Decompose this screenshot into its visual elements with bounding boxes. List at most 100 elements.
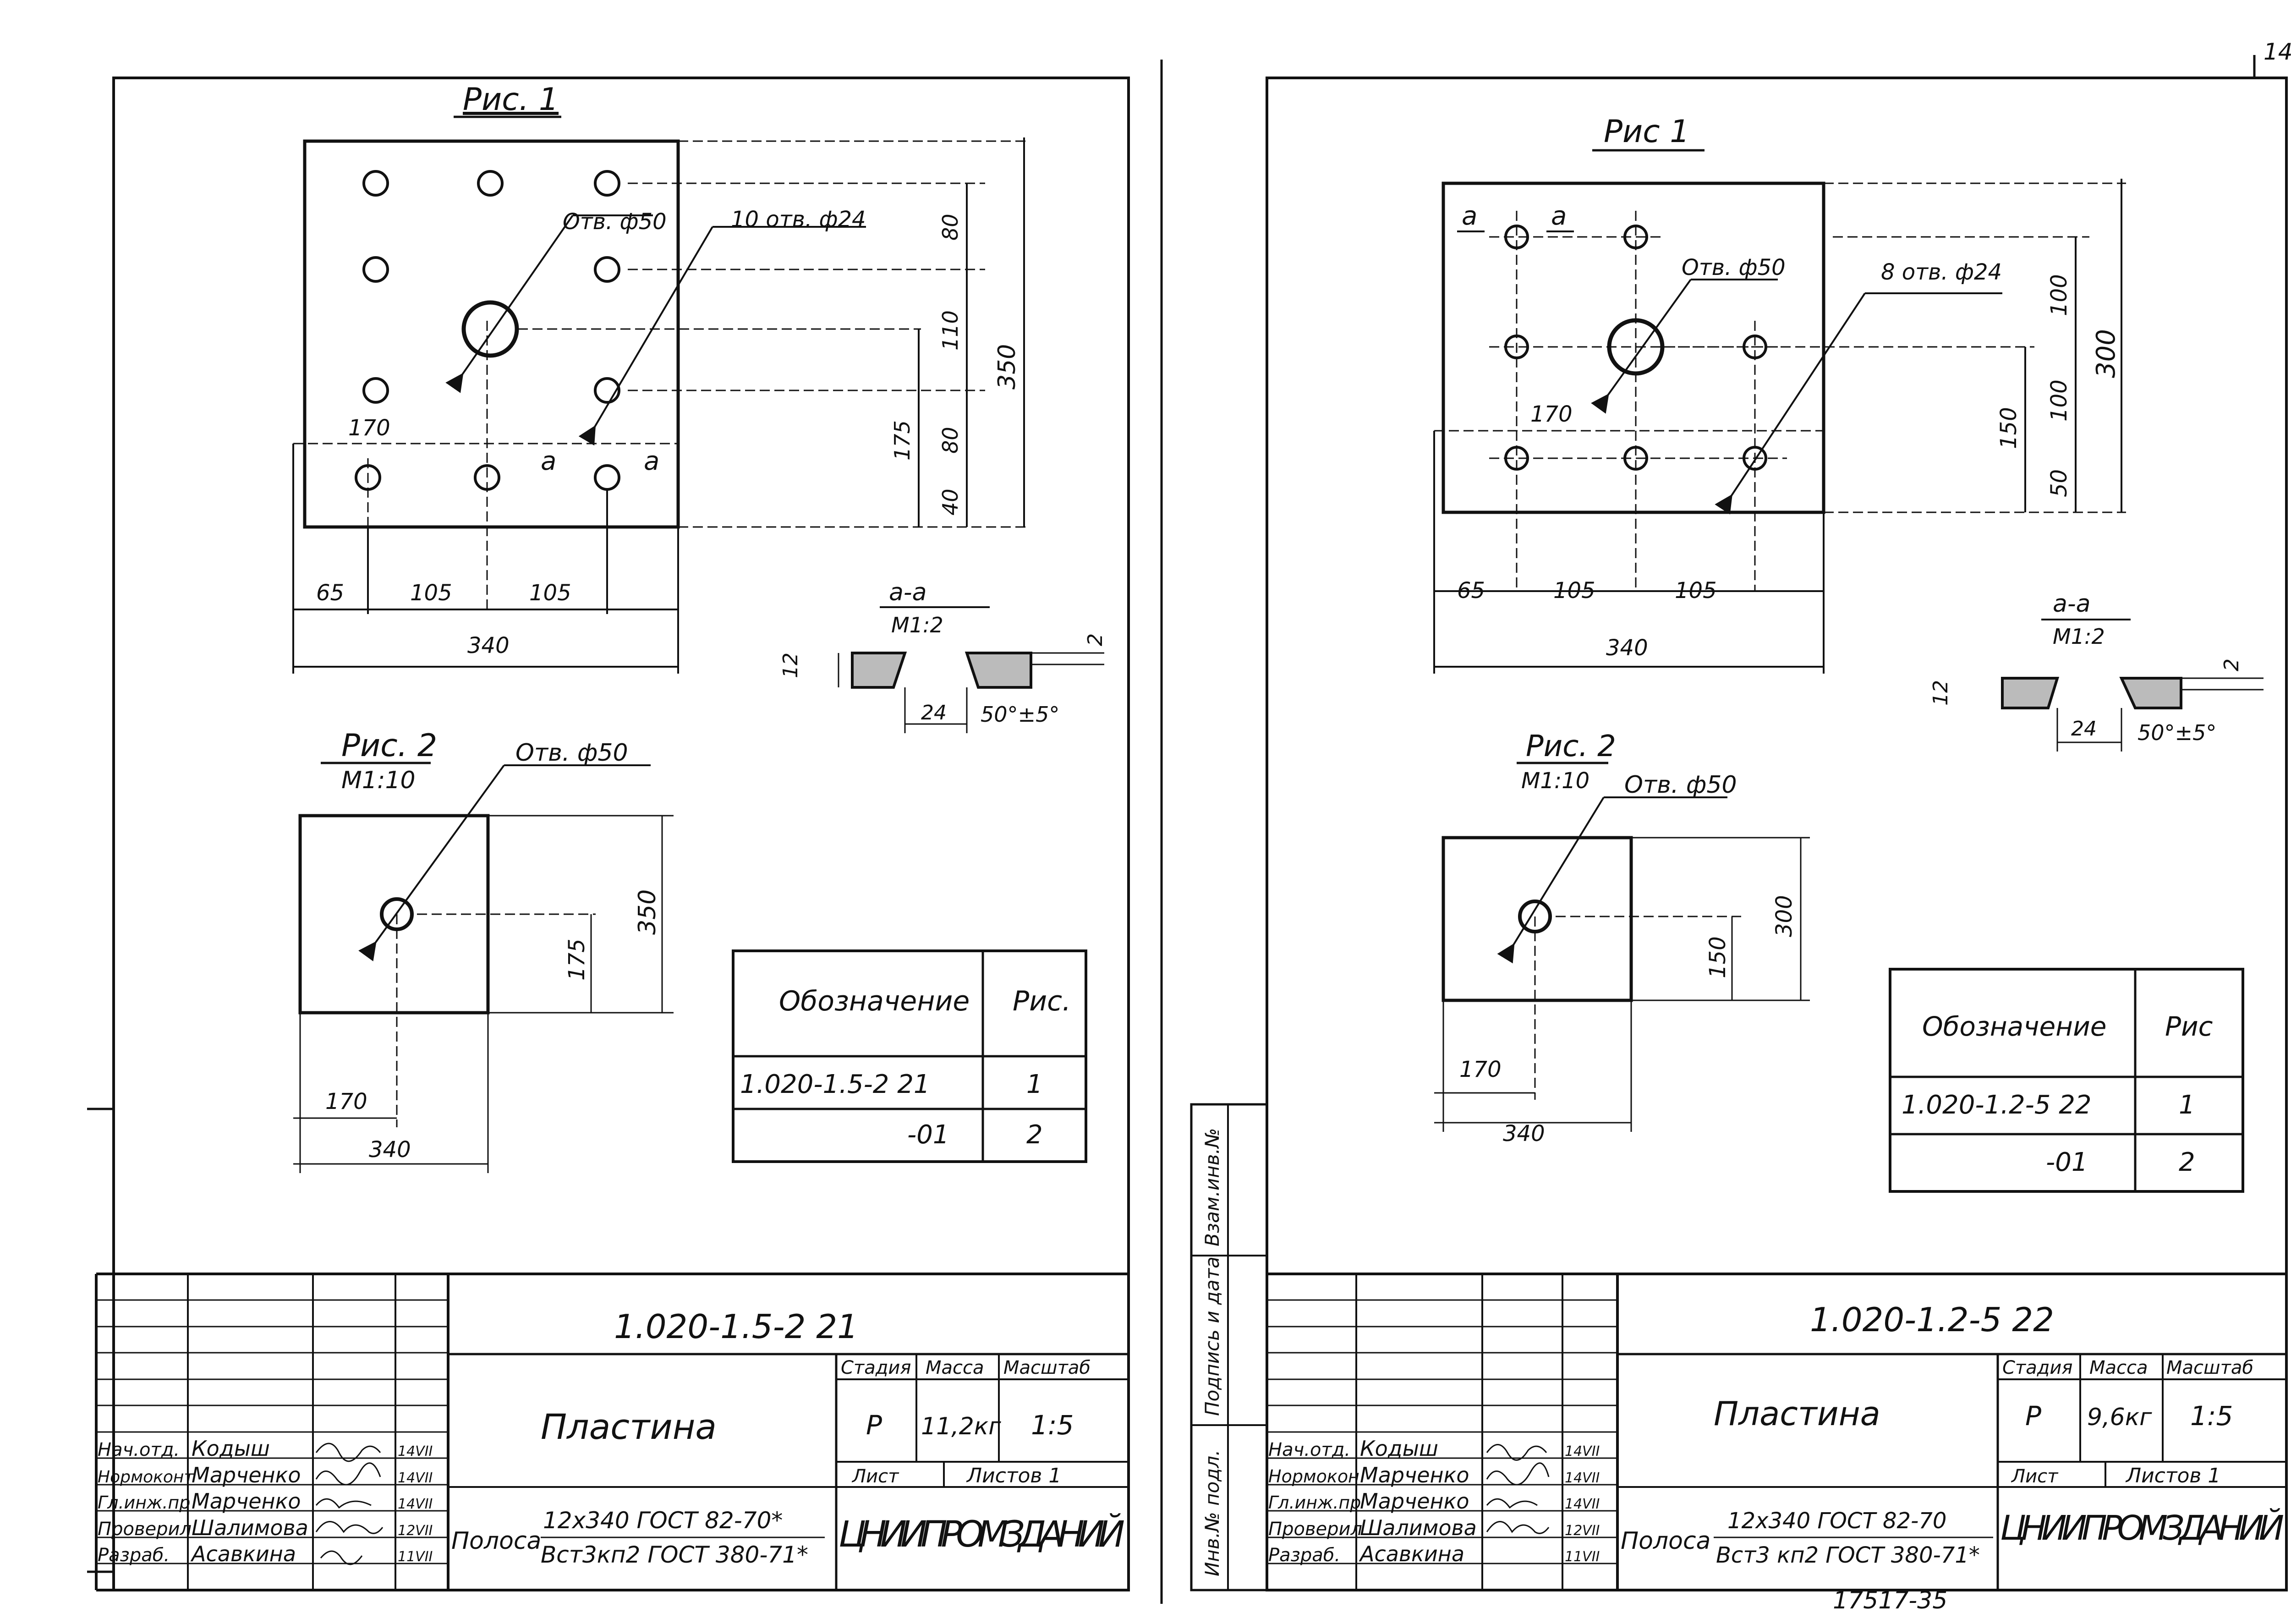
material-line2: Вст3кп2 ГОСТ 380-71* (541, 1542, 808, 1568)
role: Гл.инж.пр (1268, 1492, 1361, 1513)
role: Разраб. (98, 1545, 170, 1566)
dim: 24 (2071, 717, 2097, 741)
angle: 50°±5° (2138, 720, 2216, 745)
dimension-lines (292, 137, 1025, 674)
right-sheet: 14 Инв.№ подл. Подпись и дата Взам.инв.№… (1190, 38, 2291, 1614)
section-title: а-а (2053, 590, 2091, 618)
right-fig2: Рис. 2 М1:10 Отв. ф50 300 150 170 340 (1434, 730, 1810, 1147)
leader (578, 226, 713, 446)
role-date: 12VII (1565, 1523, 1600, 1539)
leader (1497, 796, 1605, 964)
dim: 350 (993, 344, 1021, 390)
dim: 340 (369, 1137, 411, 1163)
dim: 340 (467, 633, 510, 658)
right-spec-table: Обозначение Рис 1.020-1.2-5 22 1 -01 2 (1889, 968, 2244, 1193)
table-cell: 1 (2179, 1090, 2195, 1120)
table-cell: -01 (907, 1120, 949, 1150)
section-profile (851, 652, 907, 689)
part-name: Пластина (541, 1406, 717, 1447)
corner-mark: 14 (2264, 38, 2291, 65)
table-cell: 2 (1026, 1120, 1043, 1150)
dim: 170 (348, 415, 390, 441)
leader (1591, 279, 1692, 414)
dim: 175 (890, 420, 915, 461)
hole (477, 170, 504, 197)
fig2-scale: М1:10 (341, 767, 416, 794)
role: Нормокон (1268, 1466, 1359, 1487)
big-hole-label: Отв. ф50 (1682, 255, 1786, 280)
role-name: Асавкина (1359, 1542, 1464, 1566)
dim: 100 (2046, 379, 2072, 422)
leader (358, 764, 505, 961)
mass: 9,6кг (2087, 1404, 2152, 1431)
dim: 2 (1084, 633, 1107, 646)
section-mark: а (541, 446, 556, 476)
side-strip: Инв.№ подл. Подпись и дата Взам.инв.№ (1190, 1103, 1268, 1591)
table-header: Рис. (1013, 985, 1071, 1017)
dim: 40 (938, 488, 963, 516)
side-label: Инв.№ подл. (1201, 1450, 1223, 1576)
col-stage: Стадия (841, 1357, 911, 1378)
hole (362, 377, 389, 404)
dim: 150 (1996, 407, 2022, 449)
section-profile (965, 652, 1032, 689)
col-scale: Масштаб (1003, 1357, 1091, 1378)
plate-outline (303, 139, 680, 529)
col-mass: Масса (926, 1357, 984, 1378)
role: Нормоконт (98, 1468, 194, 1487)
role-name: Шалимова (1360, 1515, 1477, 1540)
section-title: а-а (889, 579, 927, 606)
leader (1715, 292, 1866, 515)
role-name: Асавкина (190, 1542, 296, 1566)
role: Нач.отд. (1268, 1439, 1350, 1460)
role-name: Марченко (1360, 1463, 1469, 1487)
hole (594, 256, 620, 283)
dimension-lines (1433, 179, 2122, 674)
doc-number: 1.020-1.2-5 22 (1810, 1300, 2054, 1339)
dim: 24 (921, 701, 947, 724)
sheet-label: Лист (851, 1466, 899, 1487)
dim: 300 (1771, 895, 1797, 937)
left-title-block: 1.020-1.5-2 21 Пластина Стадия Масса Мас… (95, 1273, 1129, 1591)
section-scale: М1:2 (2053, 624, 2105, 649)
big-hole-label: Отв. ф50 (563, 209, 667, 235)
hole (362, 170, 389, 197)
right-fig1: Рис 1 а а (1433, 114, 2126, 674)
role-date: 14VII (1565, 1443, 1600, 1459)
role: Нач.отд. (98, 1439, 180, 1460)
right-section: а-а М1:2 12 2 24 50°±5° (1929, 590, 2264, 752)
dim: 150 (1705, 936, 1731, 978)
role-name: Марченко (1360, 1489, 1469, 1514)
role-date: 11VII (1565, 1549, 1600, 1565)
stage: Р (2025, 1400, 2041, 1432)
left-spec-table: Обозначение Рис. 1.020-1.5-2 21 1 -01 2 (732, 949, 1087, 1163)
material-line1: 12х340 ГОСТ 82-70* (543, 1507, 783, 1534)
side-label: Подпись и дата (1201, 1256, 1223, 1416)
role-date: 14VII (398, 1470, 433, 1486)
role-date: 14VII (398, 1443, 433, 1459)
hole (362, 256, 389, 283)
sheet-label: Лист (2011, 1466, 2059, 1487)
hole (594, 377, 620, 404)
doc-number: 1.020-1.5-2 21 (614, 1307, 858, 1346)
dim: 105 (410, 580, 452, 606)
dim: 100 (2046, 274, 2072, 316)
role-date: 14VII (1565, 1496, 1600, 1512)
bottom-number: 17517-35 (1833, 1587, 1947, 1614)
small-holes-label: 8 отв. ф24 (1881, 259, 2002, 285)
section-profile (2119, 677, 2182, 709)
dim: 170 (325, 1089, 367, 1114)
role-date: 14VII (1565, 1470, 1600, 1486)
organization: ЦНИИПРОМЗДАНИЙ (2000, 1508, 2284, 1548)
material-line1: 12х340 ГОСТ 82-70 (1727, 1508, 1946, 1534)
dim: 170 (1459, 1057, 1502, 1082)
dimension-lines (293, 815, 674, 1173)
right-title-block: 1.020-1.2-5 22 Пластина Стадия Масса Мас… (1267, 1273, 2286, 1591)
plate-outline (1441, 836, 1633, 1002)
side-label: Взам.инв.№ (1201, 1128, 1223, 1246)
dim: 50 (2046, 469, 2072, 497)
dimension-lines (1434, 837, 1810, 1132)
table-cell: 1.020-1.5-2 21 (740, 1070, 930, 1099)
part-name: Пластина (1714, 1394, 1880, 1433)
